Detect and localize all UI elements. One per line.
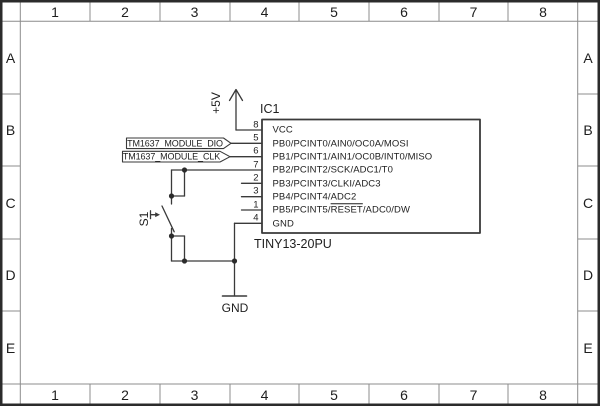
row-label: A bbox=[5, 49, 16, 66]
column-label: 2 bbox=[121, 3, 129, 20]
column-ticks bbox=[89, 2, 509, 404]
power-5v-label: +5V bbox=[209, 91, 223, 114]
column-label: 5 bbox=[330, 3, 338, 20]
row-label: E bbox=[583, 339, 593, 356]
pin-number: 5 bbox=[253, 132, 259, 144]
column-label: 3 bbox=[190, 386, 199, 403]
net-flag-dio-label: TM1637_MODULE_DIO bbox=[127, 138, 223, 149]
ic-ref-label: IC1 bbox=[260, 101, 280, 116]
column-label: 7 bbox=[469, 3, 478, 20]
column-label: 2 bbox=[121, 386, 129, 403]
pin-label: GND bbox=[272, 217, 294, 229]
row-label: D bbox=[5, 267, 16, 283]
column-label: 6 bbox=[400, 386, 408, 403]
pin-number: 1 bbox=[253, 198, 259, 210]
switch-s1-symbol bbox=[149, 195, 175, 237]
row-label: B bbox=[5, 122, 16, 138]
column-label: 7 bbox=[469, 386, 478, 403]
pin-number: 6 bbox=[253, 145, 259, 157]
column-label: 5 bbox=[330, 386, 338, 403]
pin-label: PB0/PCINT0/AIN0/OC0A/MOSI bbox=[272, 137, 409, 149]
net-flag-clk-label: TM1637_MODULE_CLK bbox=[122, 151, 221, 162]
row-label: B bbox=[583, 122, 593, 138]
pin-label-part: PB5/PCINT5/ bbox=[272, 204, 331, 216]
column-label: 3 bbox=[190, 3, 199, 20]
ic-body bbox=[261, 118, 481, 234]
pin-label: PB1/PCINT1/AIN1/OC0B/INT0/MISO bbox=[272, 151, 433, 163]
pin-number: 4 bbox=[253, 212, 259, 224]
row-label: C bbox=[582, 194, 594, 211]
row-label: A bbox=[583, 49, 593, 66]
unconnected-pin-stubs bbox=[240, 182, 263, 211]
gnd-label: GND bbox=[221, 300, 249, 315]
column-label: 1 bbox=[51, 3, 59, 20]
pin-label: PB3/PCINT3/CLKI/ADC3 bbox=[272, 177, 381, 189]
row-ticks bbox=[2, 93, 598, 312]
power-5v-arrow-icon bbox=[228, 88, 263, 131]
row-label: D bbox=[582, 267, 594, 283]
pin-number: 2 bbox=[253, 172, 259, 184]
ic-value-label: TINY13-20PU bbox=[254, 236, 332, 251]
column-label: 8 bbox=[539, 3, 547, 20]
junction-dots bbox=[168, 167, 238, 264]
pin-number: 8 bbox=[253, 118, 259, 130]
row-label: C bbox=[5, 194, 16, 211]
pin-label-overline-part: RESET bbox=[330, 204, 363, 216]
net-flag-clk-outline bbox=[121, 150, 231, 163]
pin-label: PB2/PCINT2/SCK/ADC1/T0 bbox=[272, 164, 393, 176]
column-label: 4 bbox=[260, 386, 269, 403]
column-label: 8 bbox=[539, 386, 547, 403]
pin-number: 3 bbox=[253, 185, 259, 197]
pin-label: VCC bbox=[272, 124, 293, 136]
pin-label: PB4/PCINT4/ADC2 bbox=[272, 191, 357, 203]
column-label: 1 bbox=[51, 386, 59, 403]
pin-number: 7 bbox=[253, 158, 259, 170]
row-label: E bbox=[5, 339, 16, 356]
net-flag-dio-outline bbox=[125, 137, 232, 150]
pin-label-part: /ADC0/DW bbox=[362, 204, 411, 216]
column-label: 4 bbox=[260, 3, 269, 20]
switch-ref-label: S1 bbox=[136, 211, 151, 226]
pin-label: PB5/PCINT5/RESET/ADC0/DW bbox=[273, 205, 411, 215]
column-label: 6 bbox=[400, 3, 408, 20]
